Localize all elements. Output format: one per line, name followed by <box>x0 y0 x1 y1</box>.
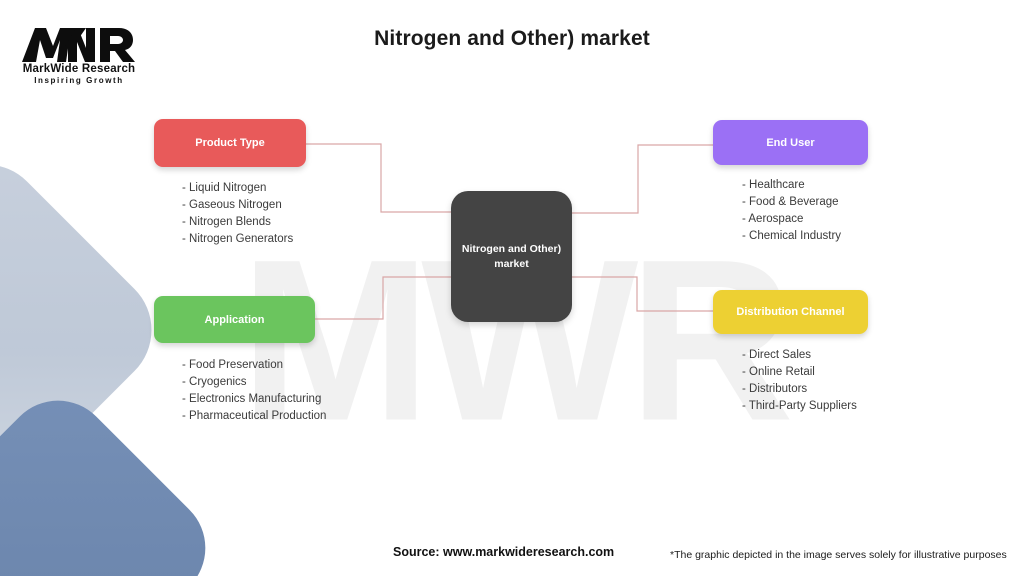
center-node-label-line1: Nitrogen and Other) <box>461 242 562 255</box>
list-item: - Food & Beverage <box>742 196 839 208</box>
center-node-label: Nitrogen and Other) market <box>454 242 569 272</box>
list-item: - Third-Party Suppliers <box>742 400 857 412</box>
connector-distribution-channel <box>572 276 713 312</box>
connector-end-user <box>572 144 713 214</box>
branch-header-end-user[interactable]: End User <box>713 120 868 165</box>
source-label: Source: www.markwideresearch.com <box>393 545 615 559</box>
list-item: - Distributors <box>742 383 808 395</box>
branch-items-product-type: - Liquid Nitrogen - Gaseous Nitrogen - N… <box>154 180 306 248</box>
list-item: - Healthcare <box>742 179 805 191</box>
mwr-logo-icon <box>22 28 135 62</box>
list-item: - Liquid Nitrogen <box>182 182 267 194</box>
list-item: - Pharmaceutical Production <box>182 410 327 422</box>
logo-tagline: Inspiring Growth <box>34 76 124 85</box>
connector-application <box>315 276 451 320</box>
page-title: Nitrogen and Other) market <box>374 27 650 50</box>
list-item: - Online Retail <box>742 366 815 378</box>
branch-header-application[interactable]: Application <box>154 296 315 343</box>
branch-distribution-channel: Distribution Channel - Direct Sales - On… <box>713 290 868 415</box>
branch-header-product-type[interactable]: Product Type <box>154 119 306 167</box>
list-item: - Aerospace <box>742 213 804 225</box>
list-item: - Nitrogen Blends <box>182 216 271 228</box>
brand-logo: MarkWide Research Inspiring Growth <box>16 24 142 86</box>
branch-application: Application - Food Preservation - Cryoge… <box>154 296 326 425</box>
list-item: - Cryogenics <box>182 376 247 388</box>
branch-items-distribution-channel: - Direct Sales - Online Retail - Distrib… <box>713 347 868 415</box>
list-item: - Chemical Industry <box>742 230 842 242</box>
branch-items-application: - Food Preservation - Cryogenics - Elect… <box>154 357 326 425</box>
logo-company-name: MarkWide Research <box>22 63 136 75</box>
branch-header-distribution-channel[interactable]: Distribution Channel <box>713 290 868 334</box>
list-item: - Food Preservation <box>182 359 283 371</box>
center-node-label-line2: market <box>494 257 529 270</box>
branch-end-user: End User - Healthcare - Food & Beverage … <box>713 120 868 245</box>
branch-items-end-user: - Healthcare - Food & Beverage - Aerospa… <box>713 177 868 245</box>
connector-product-type <box>306 143 451 213</box>
list-item: - Direct Sales <box>742 349 812 361</box>
center-node[interactable]: Nitrogen and Other) market <box>451 191 572 322</box>
disclaimer-label: *The graphic depicted in the image serve… <box>670 549 1007 561</box>
list-item: - Electronics Manufacturing <box>182 393 322 405</box>
list-item: - Nitrogen Generators <box>182 233 294 245</box>
list-item: - Gaseous Nitrogen <box>182 199 282 211</box>
branch-product-type: Product Type - Liquid Nitrogen - Gaseous… <box>154 119 306 248</box>
